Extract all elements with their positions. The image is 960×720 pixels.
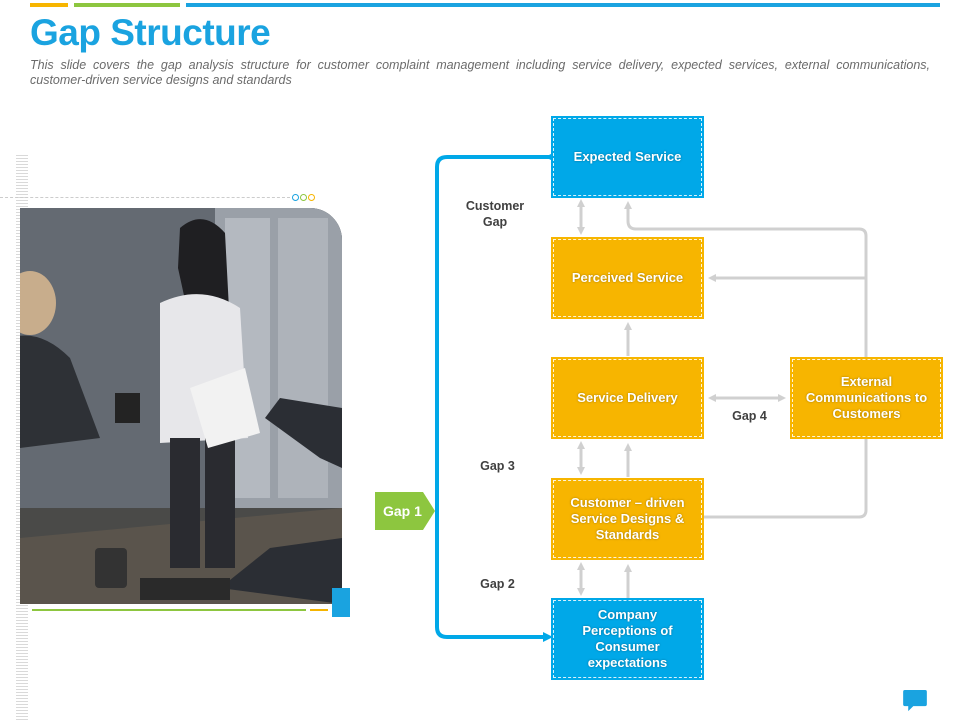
expected-service-box: Expected Service (551, 116, 704, 198)
external-communications-box: External Communications to Customers (790, 357, 943, 439)
decorative-blue-square (332, 588, 350, 617)
gap1-arrow-shape (375, 492, 435, 530)
top-accent-green (74, 3, 180, 7)
service-designs-box: Customer – driven Service Designs & Stan… (551, 478, 704, 560)
gap4-label: Gap 4 (732, 409, 767, 423)
decorative-dots (292, 194, 316, 202)
gap2-label: Gap 2 (480, 577, 515, 591)
perceived-service-label: Perceived Service (571, 270, 684, 285)
external-communications-label: External Communications to Customers (805, 374, 928, 421)
service-delivery-box: Service Delivery (551, 357, 704, 439)
top-accent-yellow (30, 3, 68, 7)
company-perceptions-label: Company Perceptions of Consumer expectat… (582, 607, 673, 670)
top-accent-blue (186, 3, 940, 7)
service-delivery-label: Service Delivery (577, 390, 678, 405)
customer-gap-label: Customer Gap (465, 199, 525, 229)
company-perceptions-box: Company Perceptions of Consumer expectat… (551, 598, 704, 680)
page-title: Gap Structure (30, 12, 271, 53)
photo-illustration (20, 208, 342, 604)
designs-to-external (704, 439, 868, 519)
decorative-yellow-line (310, 609, 328, 611)
service-designs-label: Customer – driven Service Designs & Stan… (570, 495, 685, 542)
chat-bubble-icon[interactable] (901, 690, 929, 712)
page-subtitle: This slide covers the gap analysis struc… (30, 58, 930, 87)
expected-service-label: Expected Service (573, 149, 682, 164)
office-meeting-photo (20, 208, 342, 604)
decorative-dashed-line (0, 197, 290, 198)
perceived-service-box: Perceived Service (551, 237, 704, 319)
gap1-label: Gap 1 (383, 503, 422, 519)
gap3-label: Gap 3 (480, 459, 515, 473)
decorative-green-line (32, 609, 306, 611)
